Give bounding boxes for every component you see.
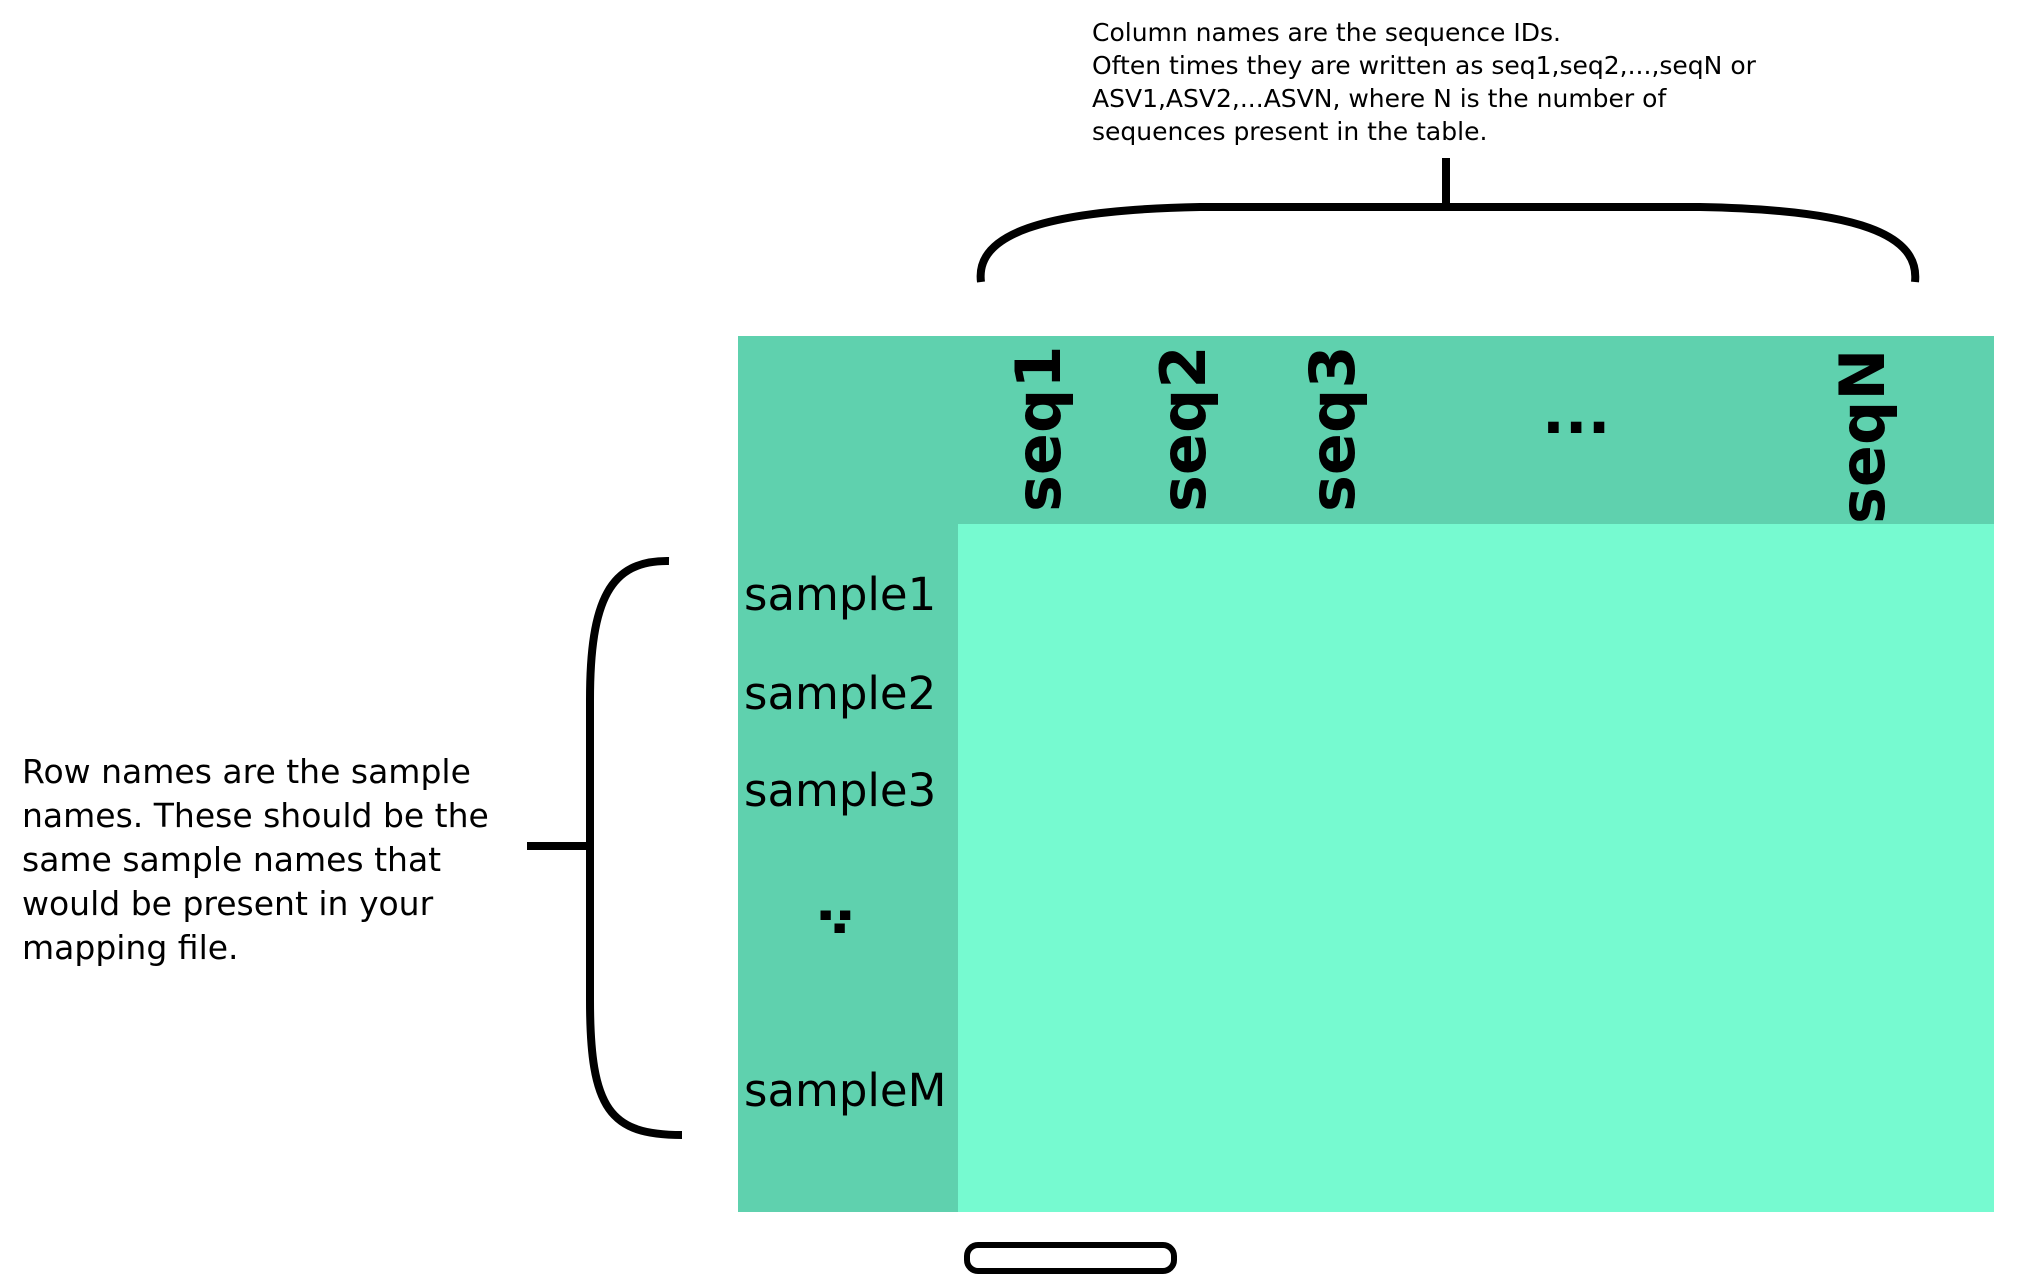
column-ellipsis: ... bbox=[1542, 378, 1611, 448]
row-header-sample2: sample2 bbox=[744, 667, 937, 720]
column-header-seq3: seq3 bbox=[1296, 345, 1369, 512]
partial-shape bbox=[964, 1242, 1177, 1274]
top-brace bbox=[976, 158, 1920, 283]
row-header-sampleM: sampleM bbox=[744, 1064, 947, 1117]
braces bbox=[527, 158, 1920, 1139]
row-header-sample3: sample3 bbox=[744, 764, 937, 817]
column-names-note: Column names are the sequence IDs. Often… bbox=[1092, 18, 1756, 146]
column-header-seqN: seqN bbox=[1826, 348, 1899, 524]
left-brace bbox=[527, 556, 683, 1139]
column-header-seq2: seq2 bbox=[1147, 345, 1220, 512]
table-body bbox=[958, 524, 1994, 1212]
column-header-seq1: seq1 bbox=[1002, 345, 1075, 512]
row-ellipsis: :· bbox=[808, 904, 871, 938]
row-header-sample1: sample1 bbox=[744, 568, 937, 621]
row-names-note: Row names are the sample names. These sh… bbox=[22, 752, 489, 967]
row-ellipsis-extra: · bbox=[807, 918, 871, 939]
